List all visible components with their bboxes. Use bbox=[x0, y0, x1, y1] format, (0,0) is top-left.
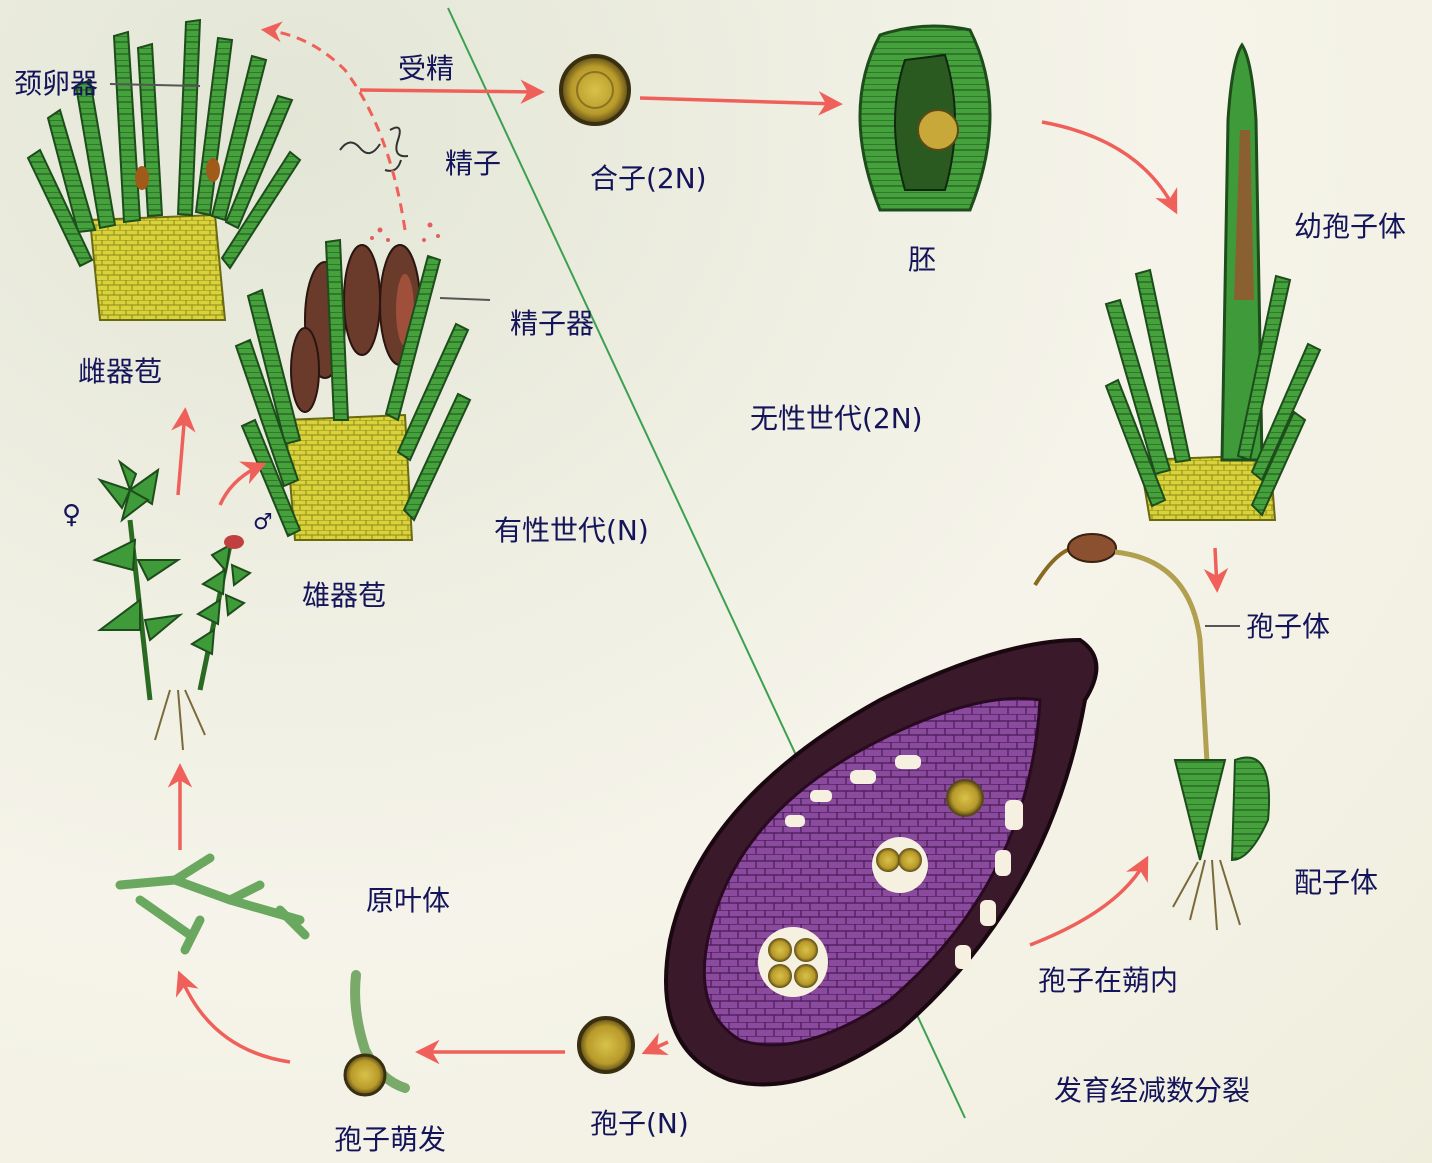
arrow-to-sporophyte bbox=[1215, 548, 1217, 588]
label-sporophyte: 孢子体 bbox=[1246, 613, 1330, 641]
spore-capsule-illustration bbox=[666, 640, 1096, 1084]
antheridial-head-illustration bbox=[236, 240, 470, 540]
arrow-sperm-to-archegonium bbox=[265, 30, 405, 230]
label-asexual-generation: 无性世代(2N) bbox=[750, 405, 923, 433]
label-sperm: 精子 bbox=[445, 150, 501, 178]
label-female-symbol: ♀ bbox=[62, 502, 81, 528]
spore-illustration bbox=[579, 1018, 633, 1072]
label-male-receptacle: 雄器苞 bbox=[302, 582, 386, 610]
label-antheridium: 精子器 bbox=[510, 310, 594, 338]
label-spores-in-capsule: 孢子在蒴内 bbox=[1038, 967, 1178, 995]
protonema-illustration bbox=[120, 858, 305, 950]
arrow-fertilization bbox=[360, 90, 540, 92]
young-sporophyte-illustration bbox=[1106, 45, 1320, 520]
arrow-germination-to-protonema bbox=[180, 975, 290, 1062]
arrow-zygote-to-embryo bbox=[640, 98, 838, 104]
label-male-symbol: ♂ bbox=[253, 512, 273, 534]
arrow-meiosis bbox=[1030, 860, 1146, 945]
arrow-embryo-to-young-sporophyte bbox=[1042, 122, 1175, 210]
label-female-receptacle: 雌器苞 bbox=[78, 358, 162, 386]
label-meiosis: 发育经减数分裂 bbox=[1054, 1077, 1250, 1105]
gametophyte-plants-illustration bbox=[95, 462, 250, 750]
label-gametophyte: 配子体 bbox=[1294, 869, 1378, 897]
germinating-spore-illustration bbox=[345, 975, 405, 1095]
label-spore: 孢子(N) bbox=[590, 1110, 689, 1138]
zygote-illustration bbox=[561, 56, 629, 124]
sperm-cells-illustration bbox=[340, 128, 408, 171]
label-fertilization: 受精 bbox=[398, 55, 454, 83]
arrow-to-spore bbox=[646, 1042, 668, 1052]
label-sexual-generation: 有性世代(N) bbox=[494, 517, 649, 545]
label-embryo: 胚 bbox=[908, 246, 936, 274]
label-protonema: 原叶体 bbox=[366, 887, 450, 915]
arrow-plant-to-female bbox=[178, 412, 185, 495]
label-spore-germination: 孢子萌发 bbox=[334, 1126, 446, 1154]
archegonial-head-illustration bbox=[28, 20, 300, 320]
arrow-plant-to-male bbox=[220, 465, 262, 505]
label-zygote: 合子(2N) bbox=[590, 165, 707, 193]
label-young-sporophyte: 幼孢子体 bbox=[1294, 213, 1406, 241]
label-archegonium: 颈卵器 bbox=[14, 70, 98, 98]
embryo-illustration bbox=[860, 26, 990, 210]
